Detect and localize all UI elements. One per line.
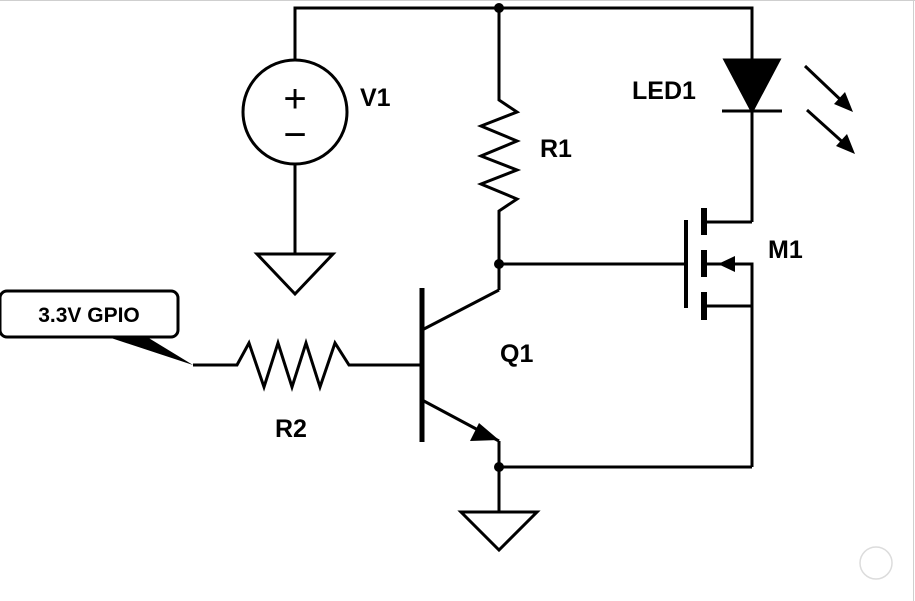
transistor-q1 — [419, 264, 501, 512]
ground-icon — [253, 252, 337, 297]
body-wire — [704, 262, 754, 306]
mosfet-m1 — [684, 208, 754, 467]
r1-label: R1 — [540, 135, 572, 163]
top-rail-wire — [293, 6, 754, 60]
collector-leg — [421, 288, 500, 332]
m1-label: M1 — [768, 236, 803, 264]
gpio-net-label: 3.3V GPIO — [0, 289, 193, 365]
light-arrow-2-head — [836, 134, 855, 154]
led1-label: LED1 — [632, 77, 696, 105]
gpio-label: 3.3V GPIO — [38, 304, 140, 327]
net-flag-box — [0, 289, 180, 339]
minus-sign: − — [283, 113, 306, 157]
source-wire — [704, 304, 754, 467]
plus-sign: + — [283, 77, 306, 121]
emitter-tip — [479, 429, 500, 443]
voltage-source-v1: + − — [241, 58, 349, 297]
corner-circle-button[interactable] — [859, 546, 893, 580]
light-arrow-2-icon — [805, 108, 849, 148]
led-led1 — [722, 58, 855, 222]
diode-triangle — [722, 58, 782, 115]
resistor-r1 — [476, 8, 522, 264]
q1-label: Q1 — [500, 340, 533, 368]
emitter-leg — [421, 398, 481, 433]
net-flag-pointer — [108, 337, 193, 365]
resistor-r2 — [193, 338, 422, 392]
junction-bottom — [494, 462, 504, 472]
body-arrow-icon — [718, 256, 735, 272]
light-arrow-1-icon — [803, 64, 847, 106]
ground-icon — [457, 510, 541, 553]
v1-label: V1 — [360, 84, 391, 112]
r2-label: R2 — [275, 415, 307, 443]
light-arrow-1-head — [834, 92, 853, 112]
